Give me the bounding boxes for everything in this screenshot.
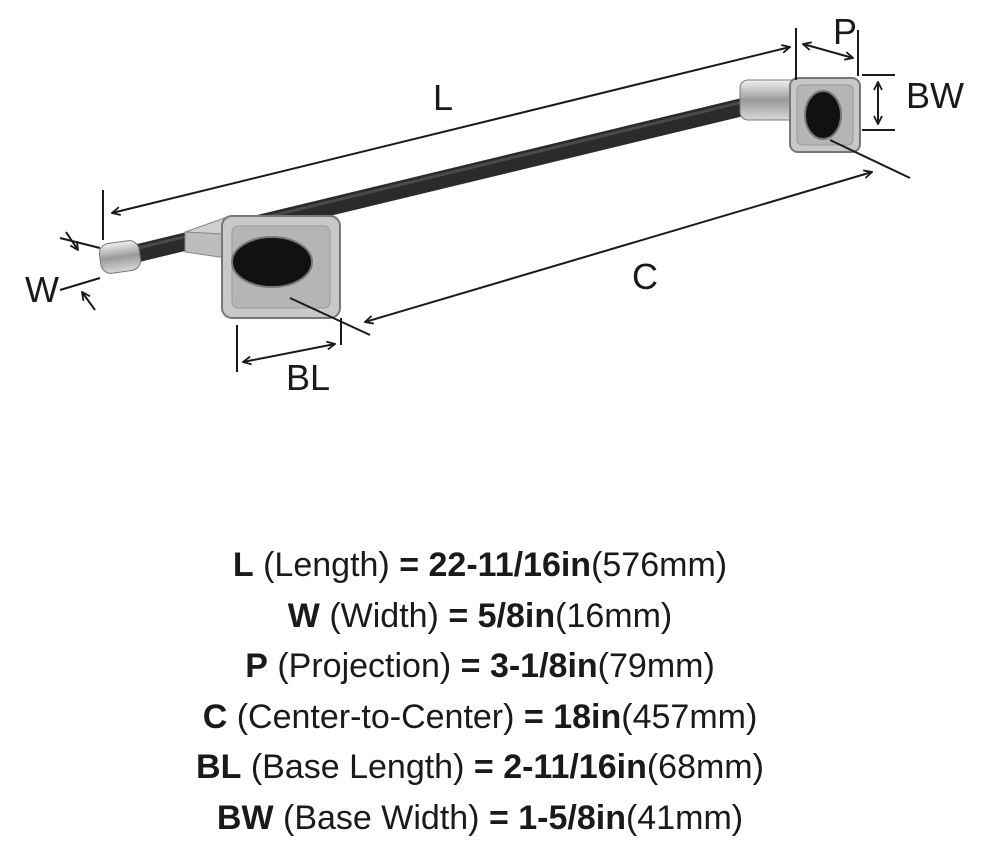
base-length-dimension	[243, 344, 335, 362]
spec-imperial: 2-11/16in	[503, 748, 647, 786]
width-dimension-top	[65, 231, 78, 250]
spec-equals: =	[399, 546, 420, 584]
spec-name: (Length)	[263, 546, 390, 584]
length-dimension	[112, 47, 790, 213]
spec-metric: (41mm)	[625, 798, 744, 837]
label-P: P	[833, 11, 857, 52]
spec-imperial: 18in	[553, 697, 622, 736]
spec-equals: =	[523, 697, 544, 736]
spec-base-length: BL (Base Length) = 2-11/16in(68mm)	[0, 742, 960, 793]
right-base	[789, 77, 861, 153]
spec-imperial: 1-5/8in	[518, 798, 626, 837]
spec-length: L (Length) = 22-11/16in(576mm)	[0, 540, 960, 591]
spec-center-to-center: C (Center-to-Center) = 18in(457mm)	[0, 692, 960, 743]
center-to-center-dimension	[365, 172, 872, 322]
left-end-cap	[98, 240, 142, 274]
label-L: L	[433, 77, 453, 118]
spec-equals: =	[460, 647, 481, 685]
spec-abbr: BL	[196, 748, 242, 786]
spec-name: (Projection)	[277, 647, 452, 685]
projection-dimension	[803, 44, 853, 58]
spec-equals: =	[488, 798, 509, 837]
spec-metric: (79mm)	[597, 647, 715, 685]
spec-abbr: P	[245, 647, 268, 685]
spec-metric: (457mm)	[621, 697, 758, 736]
spec-equals: =	[473, 748, 494, 786]
spec-metric: (576mm)	[591, 546, 728, 584]
spec-base-width: BW (Base Width) = 1-5/8in(41mm)	[0, 793, 960, 844]
spec-name: (Base Length)	[250, 748, 465, 786]
label-W: W	[25, 269, 59, 310]
spec-imperial: 3-1/8in	[489, 647, 598, 685]
label-C: C	[632, 256, 658, 297]
spec-name: (Center-to-Center)	[236, 697, 515, 736]
spec-width: W (Width) = 5/8in(16mm)	[0, 591, 960, 642]
label-BW: BW	[906, 75, 964, 116]
spec-projection: P (Projection) = 3-1/8in(79mm)	[0, 641, 960, 692]
spec-name: (Base Width)	[283, 798, 480, 837]
label-BL: BL	[286, 357, 330, 398]
dimension-lines	[59, 28, 911, 372]
spec-abbr: BW	[216, 798, 274, 837]
spec-abbr: L	[232, 546, 254, 584]
spec-abbr: C	[202, 697, 228, 736]
spec-abbr: W	[287, 596, 320, 635]
spec-equals: =	[448, 596, 469, 635]
left-base	[184, 215, 341, 319]
spec-metric: (16mm)	[555, 596, 673, 635]
width-dimension-bottom	[82, 292, 96, 311]
spec-metric: (68mm)	[646, 748, 764, 786]
spec-name: (Width)	[329, 596, 439, 635]
spec-imperial: 22-11/16in	[428, 546, 592, 584]
spec-imperial: 5/8in	[477, 596, 556, 635]
dimension-specs: L (Length) = 22-11/16in(576mm) W (Width)…	[0, 540, 960, 843]
towel-bar-diagram: L P BW C W BL	[25, 11, 964, 398]
